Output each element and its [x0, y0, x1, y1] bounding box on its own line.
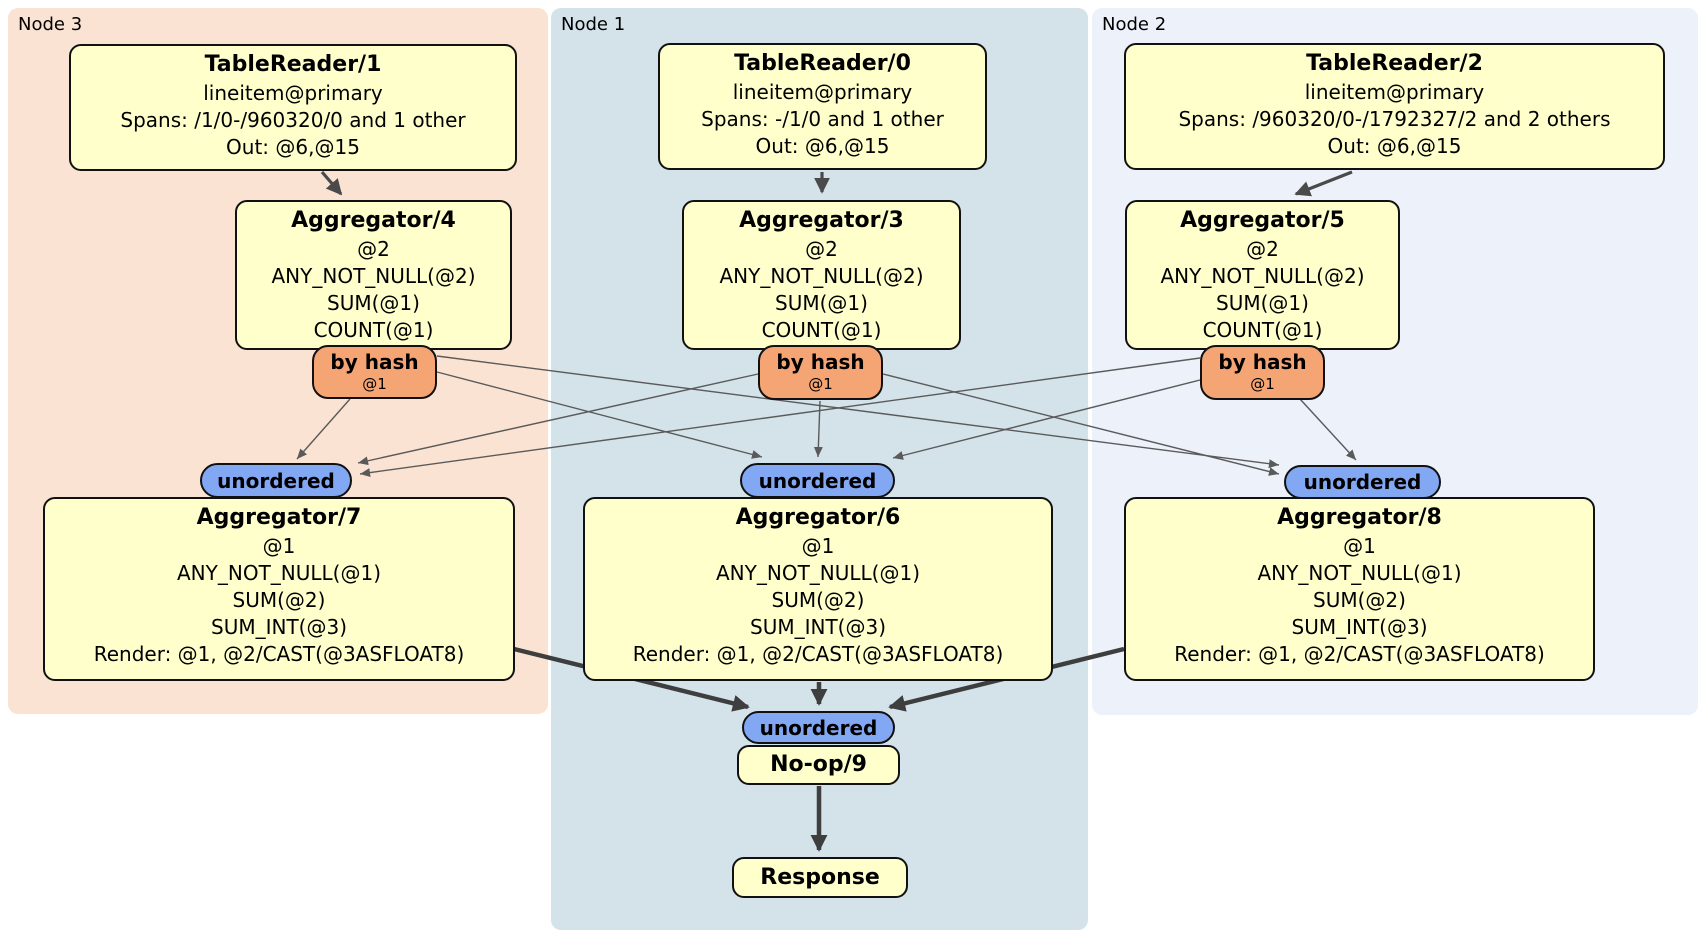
node-line: SUM(@2): [1313, 588, 1406, 612]
node-line: Out: @6,@15: [755, 134, 890, 158]
node-line: Spans: -/1/0 and 1 other: [701, 107, 944, 131]
router-by-hash-label: by hash: [1218, 350, 1307, 374]
node-line: Spans: /960320/0-/1792327/2 and 2 others: [1178, 107, 1611, 131]
node-aggregator-6: Aggregator/6 @1 ANY_NOT_NULL(@1) SUM(@2)…: [583, 497, 1053, 681]
node-aggregator-5: Aggregator/5 @2 ANY_NOT_NULL(@2) SUM(@1)…: [1125, 200, 1400, 350]
node-title: Aggregator/4: [291, 208, 456, 233]
node-aggregator-3: Aggregator/3 @2 ANY_NOT_NULL(@2) SUM(@1)…: [682, 200, 961, 350]
stream-unordered-label: unordered: [759, 715, 878, 740]
node-line: Render: @1, @2/CAST(@3ASFLOAT8): [93, 642, 465, 666]
node-line: COUNT(@1): [313, 318, 434, 342]
node-response: Response: [732, 857, 908, 898]
node-tablereader-0: TableReader/0 lineitem@primary Spans: -/…: [658, 43, 987, 170]
node-line: @1: [801, 534, 835, 558]
node-line: ANY_NOT_NULL(@2): [271, 264, 476, 288]
node-line: SUM(@2): [232, 588, 326, 612]
stream-unordered-node2: unordered: [1284, 465, 1441, 499]
stream-unordered-label: unordered: [758, 468, 877, 493]
router-by-hash-node1: by hash @1: [758, 345, 883, 400]
node-line: ANY_NOT_NULL(@1): [1257, 561, 1462, 585]
node-line: lineitem@primary: [732, 80, 913, 104]
node-line: SUM(@1): [327, 291, 420, 315]
router-by-hash-node3: by hash @1: [312, 345, 437, 399]
node-title: Aggregator/7: [196, 505, 362, 530]
stream-unordered-label: unordered: [217, 468, 335, 493]
node-aggregator-4: Aggregator/4 @2 ANY_NOT_NULL(@2) SUM(@1)…: [235, 200, 512, 350]
node-title: Aggregator/5: [1180, 208, 1345, 233]
node-title: Response: [760, 864, 880, 890]
router-by-hash-node2: by hash @1: [1200, 345, 1325, 400]
node-tablereader-2: TableReader/2 lineitem@primary Spans: /9…: [1124, 43, 1665, 170]
stream-unordered-node3: unordered: [200, 463, 352, 498]
node-line: @2: [357, 237, 390, 261]
node-title: Aggregator/6: [735, 505, 901, 530]
node-line: ANY_NOT_NULL(@1): [716, 561, 920, 585]
node-line: ANY_NOT_NULL(@1): [177, 561, 381, 585]
node-title: Aggregator/8: [1277, 505, 1442, 530]
node-line: COUNT(@1): [761, 318, 882, 342]
node-line: SUM_INT(@3): [750, 615, 886, 639]
node-line: lineitem@primary: [1304, 80, 1485, 104]
router-by-hash-label: by hash: [330, 350, 419, 374]
node-line: SUM_INT(@3): [1291, 615, 1428, 639]
node-line: Out: @6,@15: [226, 135, 360, 159]
node-line: SUM_INT(@3): [211, 615, 347, 639]
router-by-hash-label: by hash: [776, 350, 865, 374]
node-aggregator-7: Aggregator/7 @1 ANY_NOT_NULL(@1) SUM(@2)…: [43, 497, 515, 681]
node-line: Render: @1, @2/CAST(@3ASFLOAT8): [632, 642, 1004, 666]
node-line: ANY_NOT_NULL(@2): [1160, 264, 1365, 288]
node-line: @2: [1246, 237, 1279, 261]
node-line: Spans: /1/0-/960320/0 and 1 other: [120, 108, 466, 132]
node-title: TableReader/0: [734, 51, 911, 76]
node-line: SUM(@1): [1216, 291, 1309, 315]
node-line: Render: @1, @2/CAST(@3ASFLOAT8): [1174, 642, 1545, 666]
stream-unordered-final: unordered: [742, 711, 895, 744]
region-label-node-2: Node 2: [1102, 14, 1167, 35]
node-title: Aggregator/3: [739, 208, 904, 233]
stream-unordered-label: unordered: [1303, 470, 1422, 494]
node-line: ANY_NOT_NULL(@2): [719, 264, 924, 288]
router-by-hash-detail: @1: [362, 375, 387, 393]
node-aggregator-8: Aggregator/8 @1 ANY_NOT_NULL(@1) SUM(@2)…: [1124, 497, 1595, 681]
node-line: SUM(@1): [775, 291, 868, 315]
node-line: @1: [262, 534, 296, 558]
node-title: TableReader/1: [204, 52, 382, 77]
node-tablereader-1: TableReader/1 lineitem@primary Spans: /1…: [69, 44, 517, 171]
node-line: lineitem@primary: [203, 81, 383, 105]
node-noop-9: No-op/9: [737, 745, 900, 785]
node-title: No-op/9: [770, 752, 867, 777]
region-label-node-3: Node 3: [18, 14, 83, 35]
node-line: @1: [1343, 534, 1376, 558]
router-by-hash-detail: @1: [808, 375, 833, 393]
node-title: TableReader/2: [1306, 51, 1483, 76]
stream-unordered-node1: unordered: [740, 463, 895, 498]
region-label-node-1: Node 1: [561, 14, 626, 35]
node-line: SUM(@2): [771, 588, 865, 612]
node-line: COUNT(@1): [1202, 318, 1323, 342]
router-by-hash-detail: @1: [1250, 375, 1275, 393]
node-line: Out: @6,@15: [1327, 134, 1462, 158]
node-line: @2: [805, 237, 838, 261]
